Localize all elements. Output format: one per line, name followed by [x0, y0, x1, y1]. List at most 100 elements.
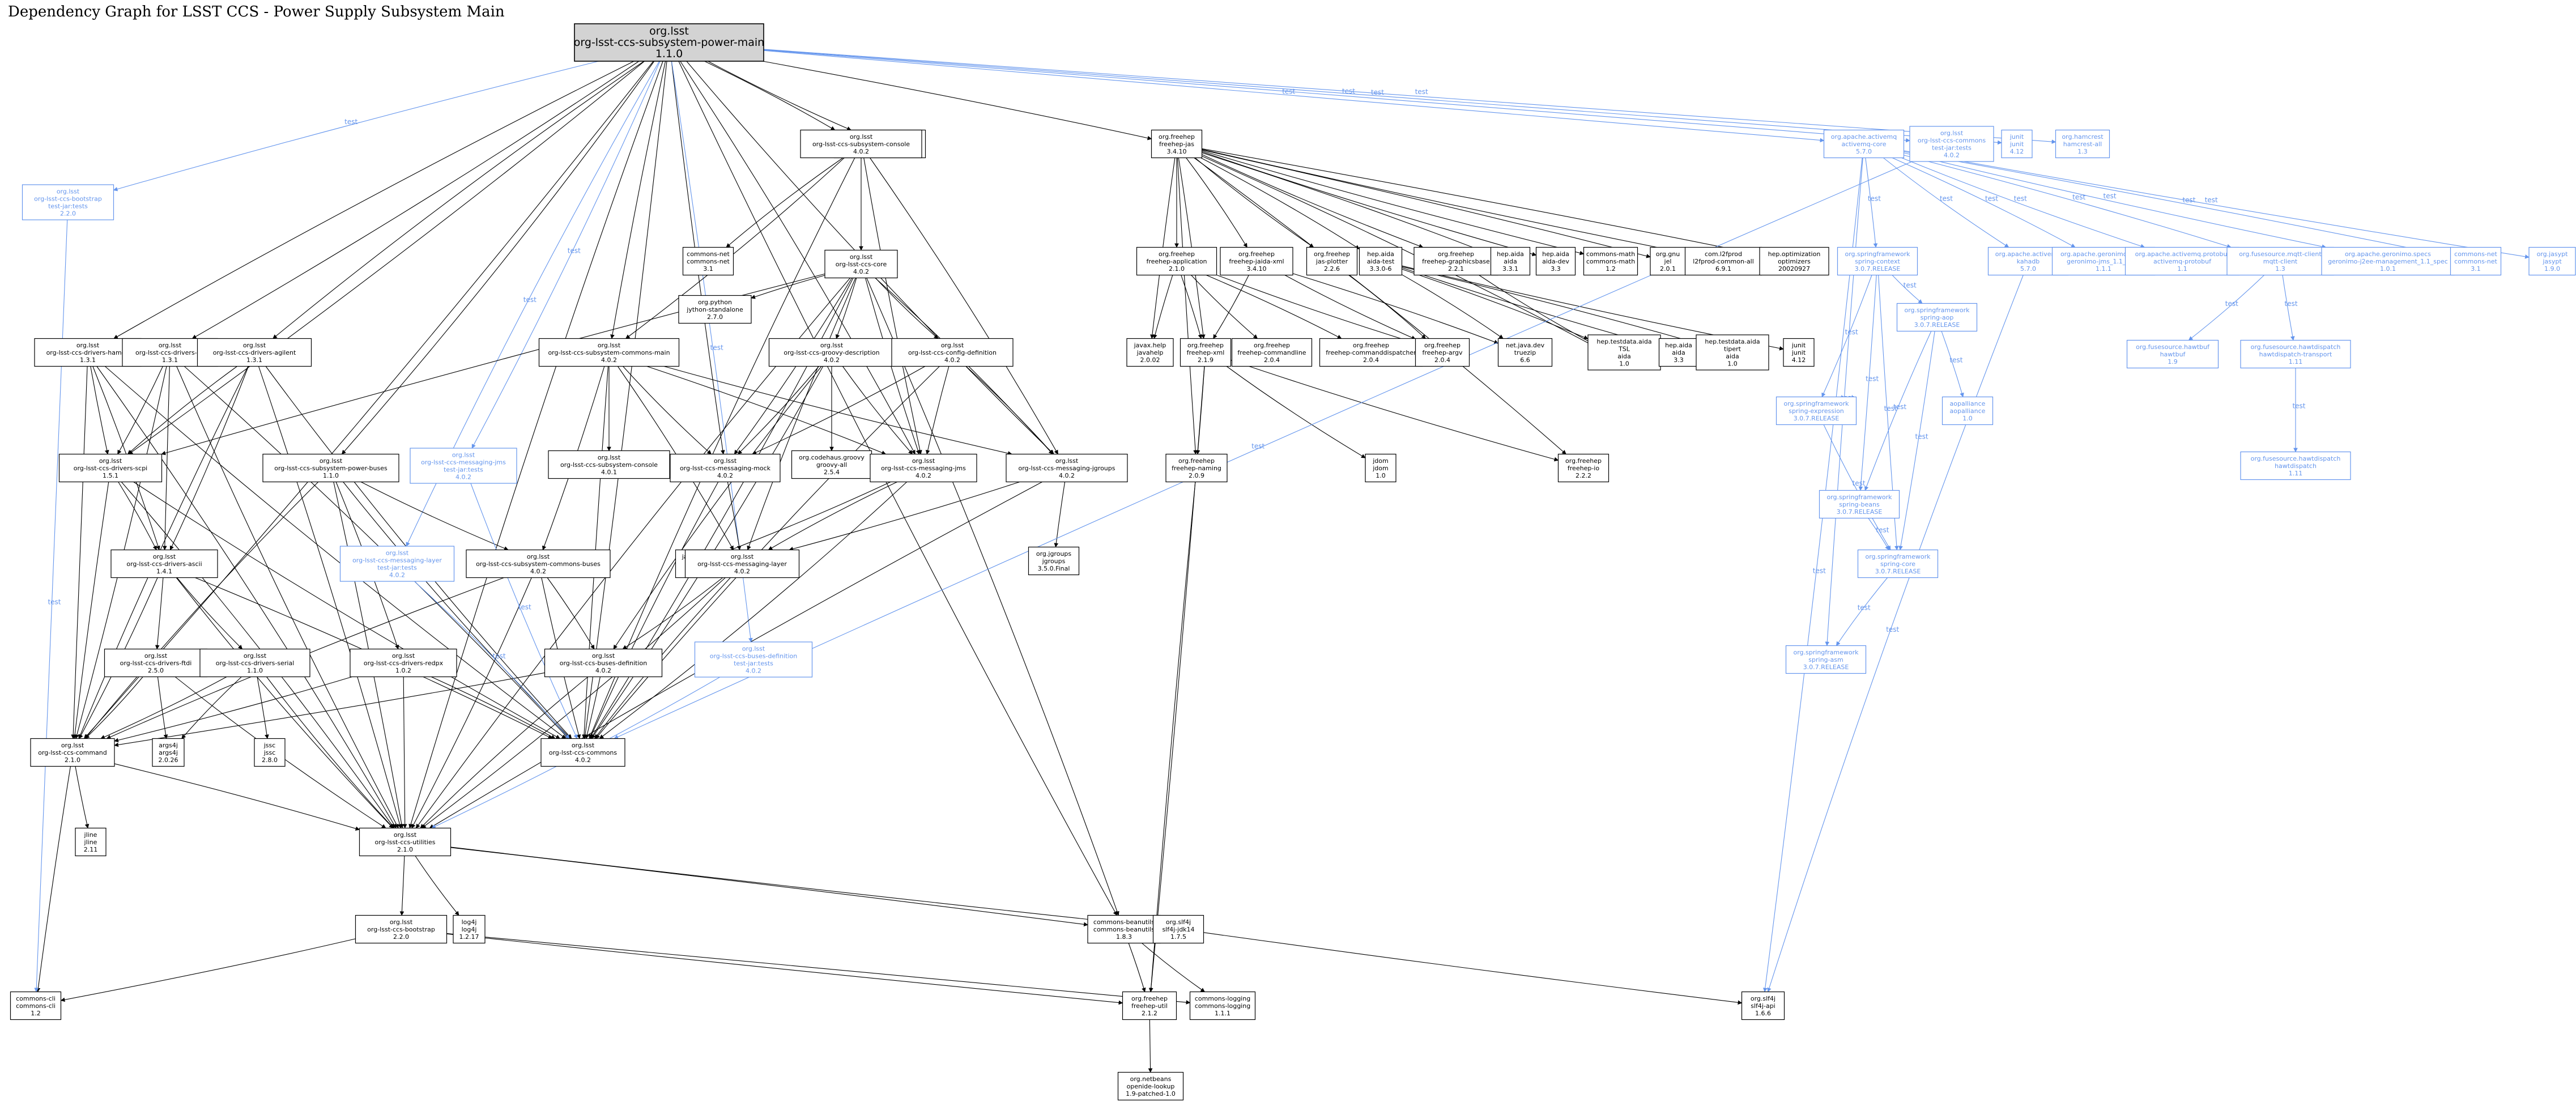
node-label-line: jline [84, 839, 97, 846]
node-label-line: jgroups [1042, 558, 1066, 565]
dependency-edge [1898, 331, 1935, 551]
node-hawtdispatchc: org.fusesource.hawtdispatchhawtdispatch1… [2240, 451, 2351, 480]
node-label-line: org-lsst-ccs-subsystem-commons-buses [476, 560, 601, 568]
node-box [1165, 453, 1228, 483]
dependency-edge [1479, 275, 1593, 344]
dependency-edge [1836, 577, 1888, 646]
node-box [1319, 338, 1423, 367]
node-label-line: aida-dev [1542, 258, 1569, 265]
dependency-edge [1292, 273, 1499, 344]
node-box [1220, 246, 1293, 276]
dependency-edge [402, 677, 407, 829]
dependency-edge [704, 61, 836, 130]
node-cmdconsole: org.lsstorg-lsst-ccs-subsystem-console4.… [548, 450, 670, 479]
edge-label-test: test [1915, 433, 1928, 441]
node-box [1006, 453, 1128, 483]
node-label-line: org.lsst [244, 652, 267, 660]
node-label-line: org.fusesource.hawtdispatch [2251, 343, 2341, 351]
dependency-edge [421, 577, 726, 828]
node-box [1909, 126, 1994, 162]
dependency-edge [1203, 932, 1743, 1005]
node-label-line: 1.6.6 [1755, 1010, 1771, 1017]
node-label-line: org.codehaus.groovy [799, 454, 865, 461]
dependency-edge [613, 366, 822, 650]
dependency-edge [1901, 157, 2145, 248]
node-box [694, 641, 813, 678]
node-label-line: org-lsst-ccs-utilities [375, 839, 436, 846]
dependency-edge [863, 158, 922, 455]
dependency-edge [34, 219, 68, 993]
node-label-line: 1.2 [1606, 265, 1616, 273]
node-label-line: 1.9 [2168, 358, 2178, 365]
node-label-line: args4j [159, 742, 178, 749]
node-label-line: org-lsst-ccs-core [836, 261, 887, 268]
node-label-line: hawtdispatch-transport [2259, 351, 2332, 358]
node-label-line: 4.12 [1792, 356, 1806, 364]
node-label-line: 1.1.1 [2096, 265, 2111, 273]
node-label-line: org.lsst [243, 342, 266, 349]
node-box [1306, 246, 1358, 276]
node-box [1087, 914, 1161, 944]
node-label-line: org-lsst-ccs-messaging-jms [421, 459, 506, 466]
dependency-edge [84, 61, 654, 739]
dependency-edge [128, 61, 645, 454]
node-agilent: org.lsstorg-lsst-ccs-drivers-agilent1.3.… [197, 338, 312, 367]
node-label-line: commons-math [1586, 250, 1635, 258]
dependency-edge [155, 577, 164, 650]
dependency-edge [1402, 266, 1697, 344]
node-label-line: commons-cli [16, 1002, 56, 1010]
dependency-edge [1213, 275, 1249, 339]
edge-label-test: test [48, 598, 61, 606]
node-label-line: 2.1.0 [1169, 265, 1185, 273]
dependency-edge [1821, 275, 1872, 398]
node-box [410, 448, 517, 484]
node-box [1819, 490, 1900, 519]
dependency-edge [1191, 275, 1258, 339]
node-label-line: org.freehep [1565, 457, 1602, 465]
dependency-edge [1202, 149, 1686, 254]
node-label-line: junit [2009, 133, 2024, 141]
node-label-line: 2.8.0 [262, 756, 278, 764]
dependency-edge [2282, 275, 2295, 341]
node-label-line: commons-net [687, 258, 730, 265]
node-box [10, 991, 62, 1020]
node-label-line: org.freehep [1187, 342, 1224, 349]
edge-label-test: test [1949, 356, 1962, 364]
dependency-edge [1202, 151, 1537, 257]
node-label-line: javahelp [1136, 349, 1164, 356]
node-label-line: org.lsst [820, 342, 844, 349]
node-label-line: javax.help [1134, 342, 1166, 349]
node-label-line: TSL [1618, 346, 1630, 353]
node-label-line: org.springframework [1783, 400, 1849, 407]
node-label-line: freehep-application [1146, 258, 1207, 265]
node-label-line: 1.11 [2289, 470, 2303, 477]
node-label-line: 3.0.7.RELEASE [1803, 663, 1849, 671]
node-label-line: hep.aida [1497, 250, 1524, 258]
dependency-edge [1892, 157, 2076, 248]
dependency-edge [1284, 275, 1416, 340]
dependency-edge [100, 677, 227, 739]
node-label-line: org.lsst [452, 452, 475, 459]
dependency-edge [1202, 154, 1424, 248]
node-label-line: org-lsst-ccs-bootstrap [367, 926, 435, 933]
edge-label-test: test [1371, 88, 1384, 96]
edge-label-test: test [2072, 193, 2085, 201]
node-label-line: org-lsst-ccs-commons [1918, 137, 1986, 144]
node-label-line: org.lsst [386, 550, 409, 557]
node-label-line: org-lsst-ccs-groovy-description [784, 349, 879, 356]
edge-label-test: test [1940, 195, 1953, 203]
node-label-line: 4.0.2 [1059, 472, 1075, 479]
node-label-line: 3.5.0.Final [1038, 565, 1070, 572]
node-label-line: 4.0.2 [717, 472, 733, 479]
edge-label-test: test [2014, 195, 2027, 203]
edge-label-test: test [518, 603, 531, 611]
dependency-edge [96, 366, 397, 829]
